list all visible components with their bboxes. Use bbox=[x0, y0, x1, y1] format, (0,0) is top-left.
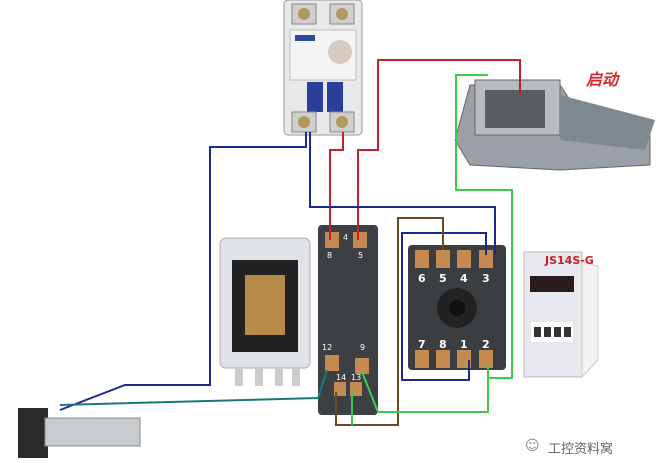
wire-brown bbox=[335, 217, 444, 426]
timer-terminal-6: 6 bbox=[418, 272, 426, 285]
wire-blue bbox=[309, 132, 496, 255]
wechat-icon: ☺ bbox=[525, 438, 540, 454]
circuit-breaker bbox=[283, 0, 363, 136]
relay-terminal-12: 12 bbox=[322, 343, 332, 352]
wire-teal bbox=[59, 369, 328, 406]
timer-socket: 6 5 4 3 7 8 1 2 bbox=[408, 245, 506, 370]
wire-red bbox=[357, 60, 379, 240]
solenoid-valve bbox=[18, 408, 141, 458]
timer-terminal-4: 4 bbox=[460, 272, 468, 285]
watermark: 工控资料窝 bbox=[548, 442, 614, 457]
wire-red bbox=[329, 132, 344, 240]
foot-switch bbox=[454, 79, 655, 171]
timer-terminal-3: 3 bbox=[482, 272, 490, 285]
relay-socket: 8 4 5 12 14 13 9 bbox=[318, 225, 378, 415]
timer-terminal-1: 1 bbox=[460, 338, 468, 351]
relay-terminal-4: 4 bbox=[343, 233, 348, 242]
relay-terminal-14: 14 bbox=[336, 373, 346, 382]
timer-terminal-8: 8 bbox=[439, 338, 447, 351]
wires bbox=[59, 59, 521, 426]
relay-terminal-5: 5 bbox=[358, 251, 363, 260]
relay-terminal-13: 13 bbox=[351, 373, 361, 382]
wire-green bbox=[361, 371, 489, 413]
timer-terminal-5: 5 bbox=[439, 272, 447, 285]
timer-terminal-2: 2 bbox=[482, 338, 490, 351]
wire-blue bbox=[59, 132, 307, 411]
timer-model-label: JS14S-G bbox=[545, 254, 594, 267]
timer-terminal-7: 7 bbox=[418, 338, 426, 351]
relay-terminal-9: 9 bbox=[360, 343, 365, 352]
start-label: 启动 bbox=[586, 70, 619, 89]
relay-terminal-8: 8 bbox=[327, 251, 332, 260]
wire-blue bbox=[401, 232, 487, 381]
digital-timer bbox=[523, 251, 599, 379]
relay bbox=[219, 237, 311, 386]
